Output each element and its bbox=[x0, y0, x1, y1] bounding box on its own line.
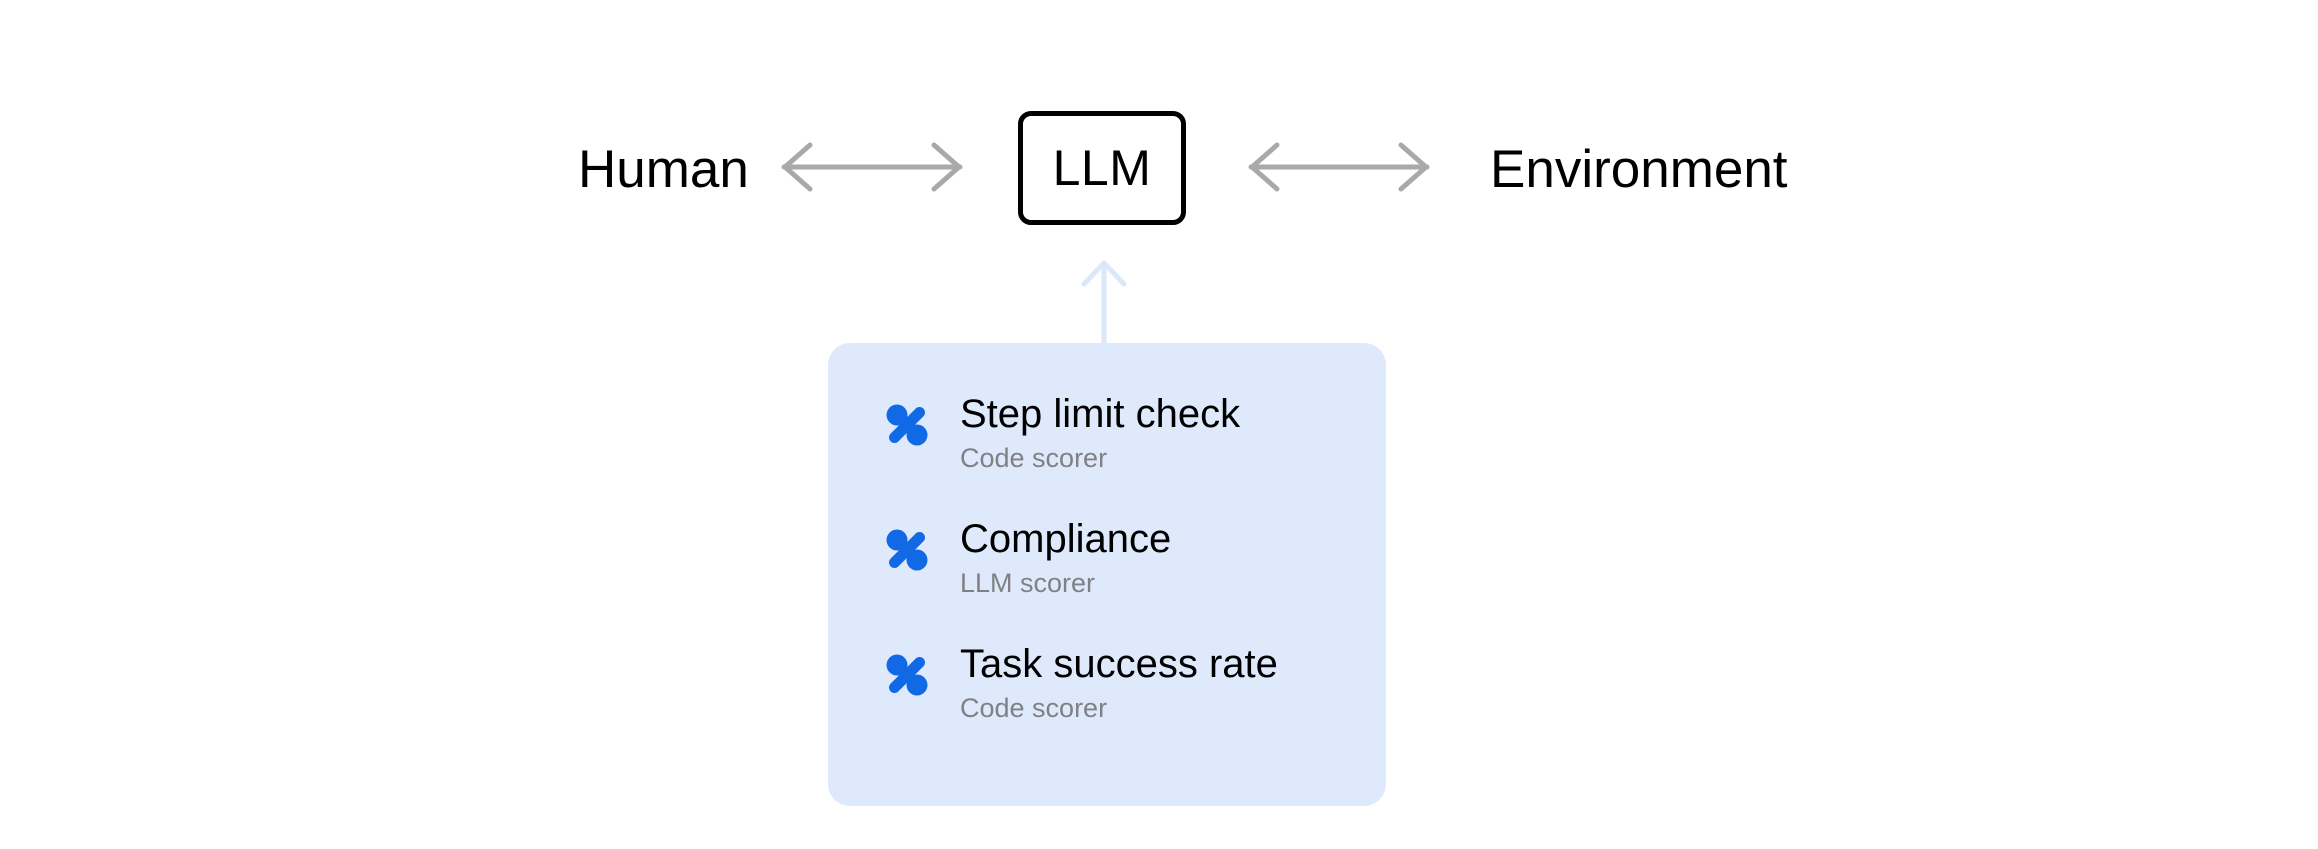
node-label-human: Human bbox=[578, 140, 749, 199]
node-label-environment: Environment bbox=[1490, 140, 1788, 199]
scorer-subtitle: Code scorer bbox=[960, 443, 1108, 473]
list-item[interactable]: Step limit check Code scorer bbox=[885, 391, 1386, 516]
percent-scorer-icon bbox=[885, 528, 929, 572]
scorer-card: Step limit check Code scorer Compliance … bbox=[828, 343, 1386, 806]
llm-node-label: LLM bbox=[1052, 140, 1152, 196]
list-item[interactable]: Task success rate Code scorer bbox=[885, 641, 1386, 766]
scorer-title: Task success rate bbox=[960, 642, 1278, 686]
list-item[interactable]: Compliance LLM scorer bbox=[885, 516, 1386, 641]
scorer-list: Step limit check Code scorer Compliance … bbox=[885, 391, 1386, 766]
double-headed-arrow-icon-right bbox=[1248, 140, 1430, 194]
percent-scorer-icon bbox=[885, 403, 929, 447]
arrow-up-icon bbox=[1073, 258, 1135, 351]
scorer-subtitle: LLM scorer bbox=[960, 568, 1096, 598]
scorer-title: Step limit check bbox=[960, 392, 1241, 436]
percent-scorer-icon bbox=[885, 653, 929, 697]
llm-node-box: LLM bbox=[1018, 111, 1186, 225]
double-headed-arrow-icon-left bbox=[781, 140, 963, 194]
scorer-title: Compliance bbox=[960, 517, 1172, 561]
scorer-subtitle: Code scorer bbox=[960, 693, 1108, 723]
